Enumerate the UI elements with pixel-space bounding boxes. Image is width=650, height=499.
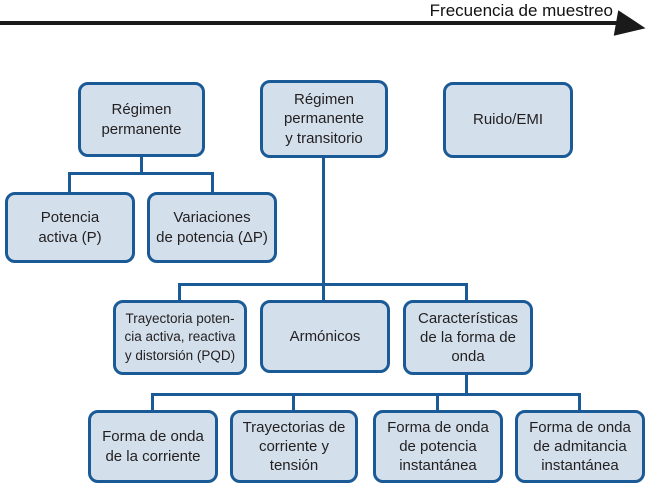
connector-stem-caracteristicas xyxy=(465,374,468,395)
node-ruido-emi: Ruido/EMI xyxy=(443,82,573,158)
node-forma-de-onda-potencia-instantanea: Forma de onda de potencia instantánea xyxy=(373,410,503,483)
node-trayectoria-pqd: Trayectoria poten- cia activa, reactiva … xyxy=(113,300,247,375)
node-trayectorias-corriente-tension: Trayectorias de corriente y tensión xyxy=(230,410,358,483)
node-forma-de-onda-corriente: Forma de onda de la corriente xyxy=(88,410,218,483)
node-forma-de-onda-admitancia-instantanea: Forma de onda de admitancia instantánea xyxy=(515,410,645,483)
node-potencia-activa: Potencia activa (P) xyxy=(5,192,135,263)
connector-drop-forma-onda-admitancia xyxy=(578,393,581,410)
connector-drop-caracteristicas xyxy=(465,283,468,300)
connector-stem-regimen-permanente xyxy=(140,156,143,174)
connector-drop-forma-onda-corriente xyxy=(151,393,154,410)
node-variaciones-de-potencia: Variaciones de potencia (ΔP) xyxy=(147,192,277,263)
connector-bar-regimen-permanente xyxy=(68,172,214,175)
connector-drop-forma-onda-potencia xyxy=(436,393,439,410)
connector-drop-trayectorias-corriente xyxy=(292,393,295,410)
connector-drop-trayectoria-pqd xyxy=(178,283,181,300)
connector-bar-caracteristicas xyxy=(151,393,581,396)
arrow-right-icon xyxy=(613,10,648,42)
connector-stem-regimen-transitorio xyxy=(322,157,325,300)
node-regimen-permanente-y-transitorio: Régimen permanente y transitorio xyxy=(260,80,388,158)
node-caracteristicas-forma-de-onda: Características de la forma de onda xyxy=(403,300,533,375)
node-regimen-permanente: Régimen permanente xyxy=(78,82,205,157)
node-armonicos: Armónicos xyxy=(260,300,390,373)
connector-drop-potencia-activa xyxy=(68,172,71,192)
connector-bar-regimen-transitorio xyxy=(178,283,468,286)
connector-drop-variaciones-potencia xyxy=(211,172,214,192)
frequency-axis-label: Frecuencia de muestreo xyxy=(429,1,613,20)
frequency-axis-line xyxy=(0,21,628,25)
